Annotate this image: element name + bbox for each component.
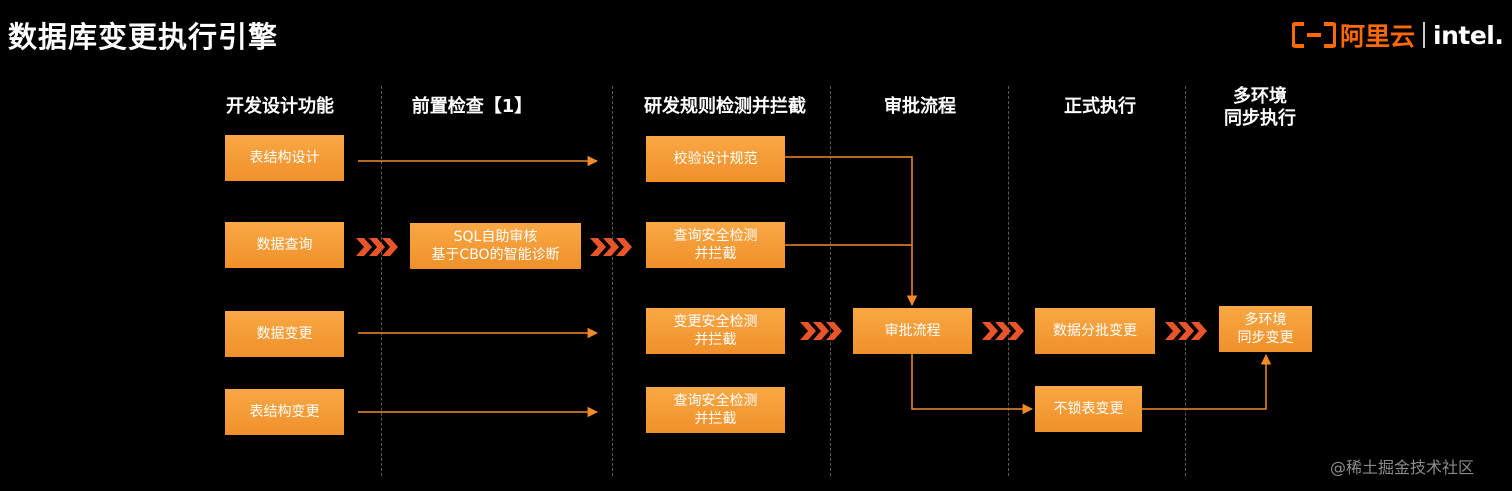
logo-group: 阿里云 intel. — [1292, 18, 1504, 52]
intel-logo-text: intel. — [1433, 20, 1504, 50]
logo-separator — [1423, 22, 1426, 48]
box-query-check-1: 查询安全检测 并拦截 — [646, 222, 785, 268]
column-header-rule-check: 研发规则检测并拦截 — [644, 96, 806, 117]
chevron-right-icon — [356, 238, 398, 256]
box-approval: 审批流程 — [853, 308, 972, 354]
box-multi-env: 多环境 同步变更 — [1219, 306, 1312, 352]
box-query-check-2: 查询安全检测 并拦截 — [646, 387, 785, 433]
box-table-change: 表结构变更 — [225, 389, 344, 435]
box-table-design: 表结构设计 — [225, 135, 344, 181]
column-divider — [1008, 86, 1009, 476]
chevron-right-icon — [800, 322, 842, 340]
column-divider — [612, 86, 613, 476]
column-header-dev-design: 开发设计功能 — [226, 96, 334, 117]
box-data-change: 数据变更 — [225, 311, 344, 357]
box-verify-design: 校验设计规范 — [646, 136, 785, 182]
box-change-check: 变更安全检测 并拦截 — [646, 308, 785, 354]
column-header-execution: 正式执行 — [1064, 96, 1136, 117]
box-nolock-change: 不锁表变更 — [1035, 386, 1142, 432]
arrow-line — [1142, 353, 1272, 410]
watermark: @稀土掘金技术社区 — [1330, 458, 1475, 477]
column-divider — [381, 86, 382, 476]
box-data-query: 数据查询 — [225, 222, 344, 268]
column-header-multi-env: 多环境 同步执行 — [1224, 86, 1296, 129]
aliyun-logo-text: 阿里云 — [1340, 22, 1416, 51]
page-title: 数据库变更执行引擎 — [8, 20, 279, 54]
column-divider — [1185, 86, 1186, 476]
column-header-approval: 审批流程 — [884, 96, 956, 117]
column-divider — [830, 86, 831, 476]
arrow-line — [785, 156, 918, 307]
arrow-line — [911, 354, 1034, 415]
aliyun-logo-icon — [1292, 22, 1336, 48]
box-batch-change: 数据分批变更 — [1035, 308, 1155, 354]
box-sql-audit: SQL自助审核 基于CBO的智能诊断 — [410, 223, 581, 269]
chevron-right-icon — [982, 322, 1024, 340]
chevron-right-icon — [1165, 322, 1207, 340]
column-header-pre-check: 前置检查【1】 — [411, 96, 533, 117]
chevron-right-icon — [590, 238, 632, 256]
